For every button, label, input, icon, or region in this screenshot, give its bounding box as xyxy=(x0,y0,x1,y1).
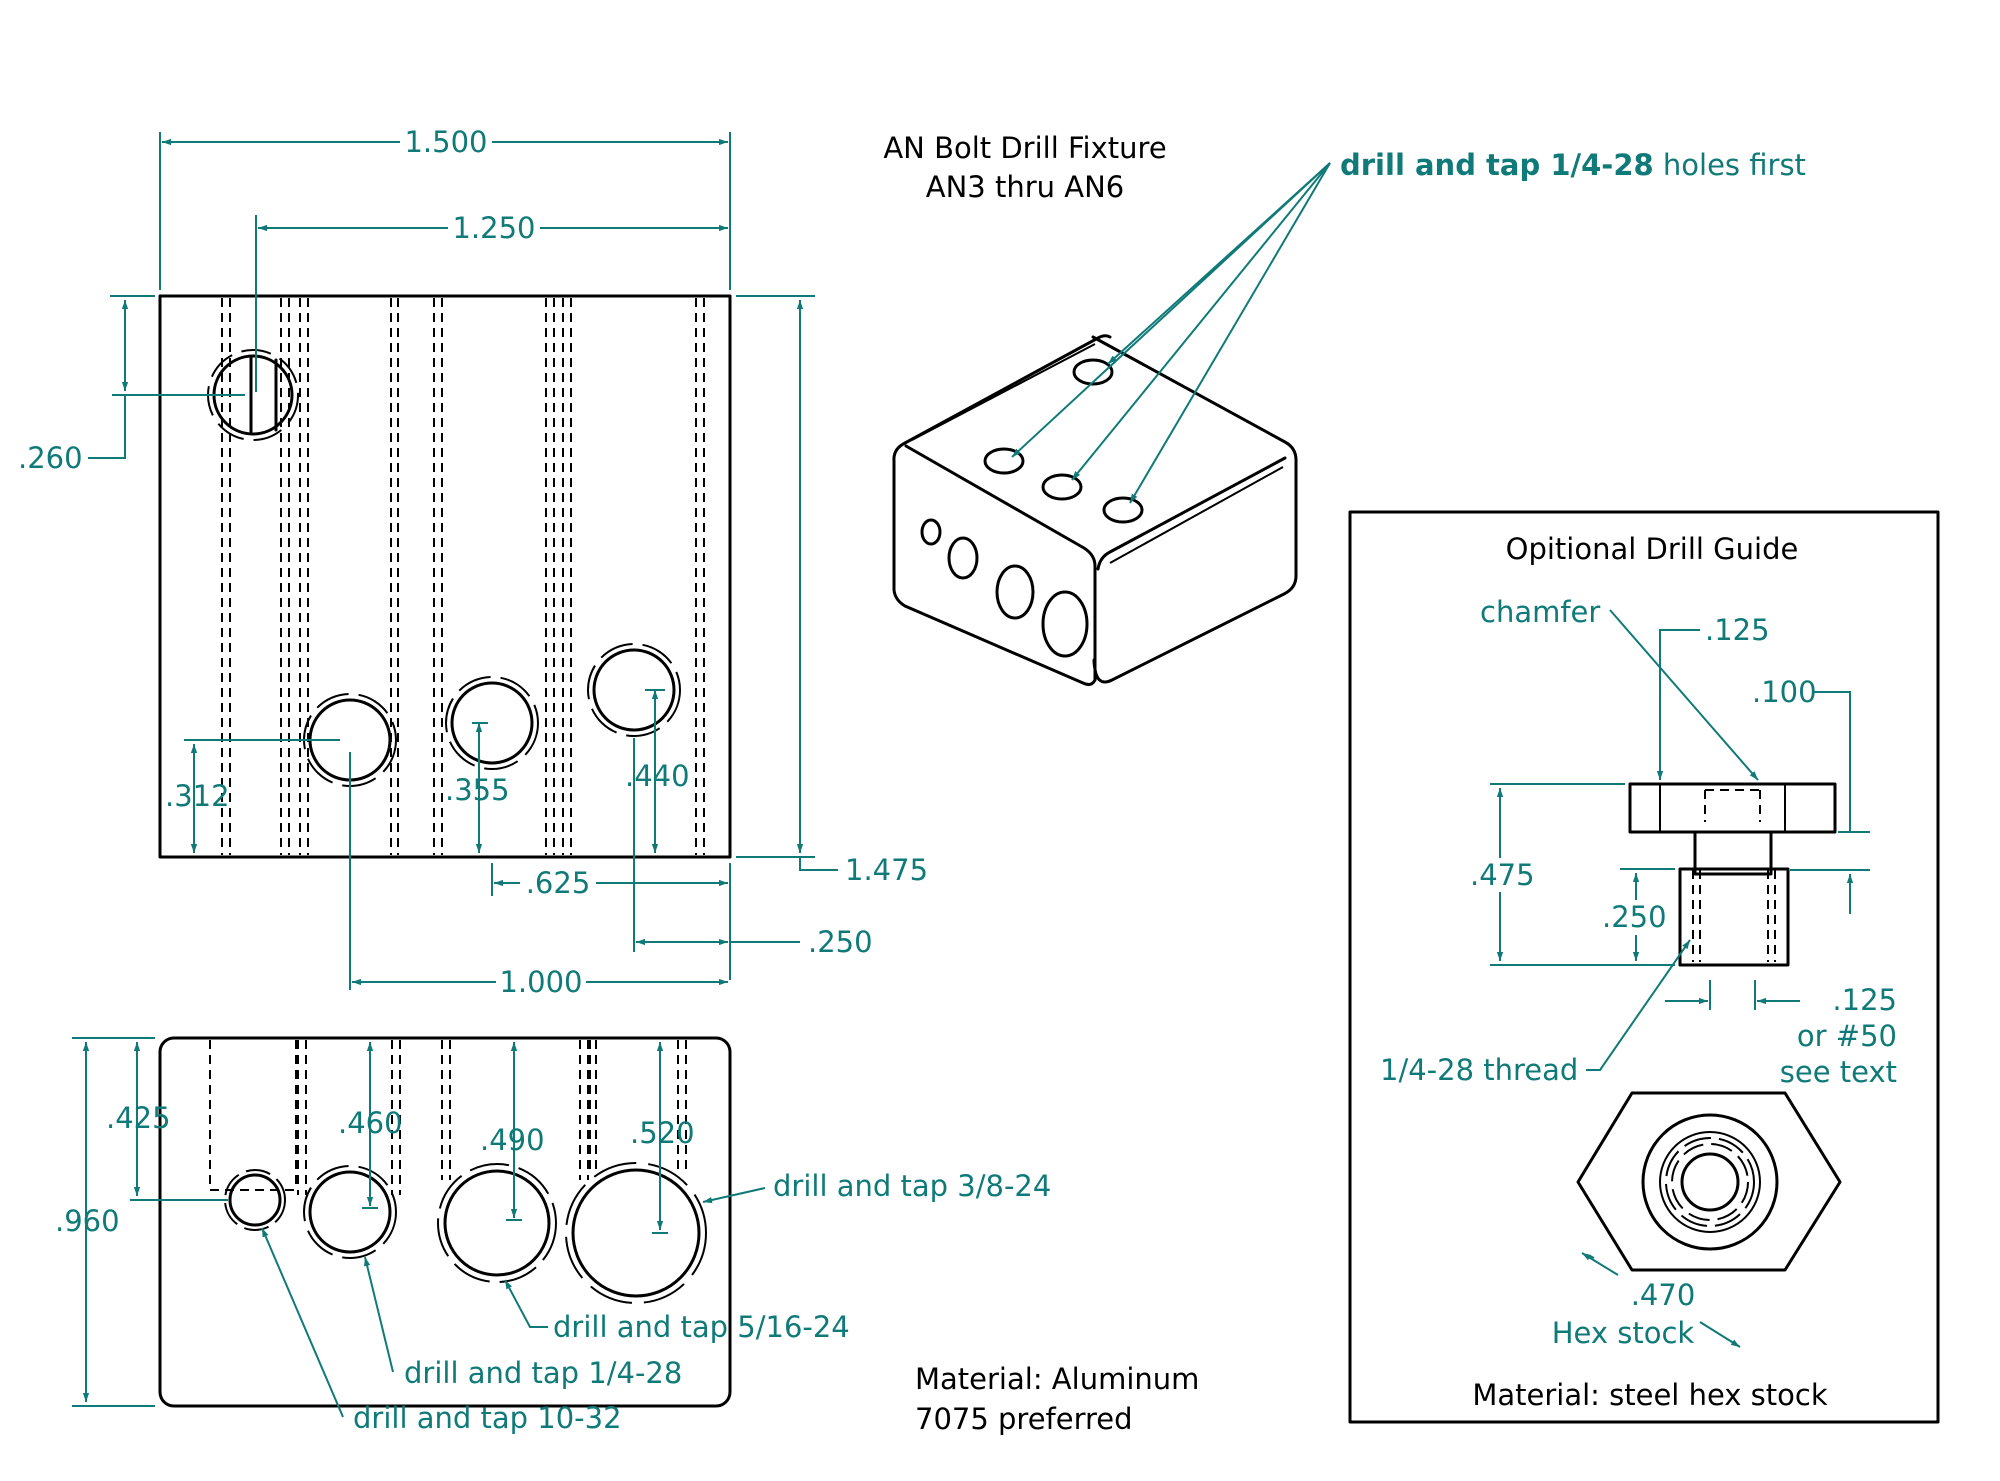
front-view: .960 .425 .460 .490 .520 drill and tap 3… xyxy=(55,1036,1051,1435)
top-view: 1.500 1.250 .260 .312 .355 .440 xyxy=(18,125,928,999)
drawing-title-line2: AN3 thru AN6 xyxy=(926,170,1124,204)
iso-top-holes xyxy=(983,358,1144,524)
front-hole-1-4-28 xyxy=(308,1170,392,1254)
guide-dim-250: .250 xyxy=(1602,900,1667,934)
guide-dim-470: .470 xyxy=(1631,1278,1696,1312)
dim-460-label: .460 xyxy=(338,1106,403,1140)
guide-dim-125-side: .125 xyxy=(1832,983,1897,1017)
guide-thread-label: 1/4-28 thread xyxy=(1380,1053,1578,1087)
guide-side-view xyxy=(1628,782,1837,967)
guide-hex-view: .470 Hex stock xyxy=(1552,1091,1842,1350)
callout-10-32: drill and tap 10-32 xyxy=(353,1401,622,1435)
front-view-hidden-lines xyxy=(209,1040,687,1195)
guide-see-text: see text xyxy=(1780,1055,1897,1089)
drill-guide-panel: Opitional Drill Guide chamfer .125 .100 xyxy=(1348,510,1940,1424)
top-view-outline xyxy=(158,294,732,859)
dim-490-label: .490 xyxy=(480,1123,545,1157)
front-view-dimensions: .960 .425 .460 .490 .520 xyxy=(55,1037,695,1407)
dim-625-label: .625 xyxy=(526,866,591,900)
dim-1-250-label: 1.250 xyxy=(452,211,535,245)
isometric-view: drill and tap 1/4-28 holes first xyxy=(892,148,1806,686)
dim-1-475-label: 1.475 xyxy=(845,853,928,887)
guide-dim-125-top: .125 xyxy=(1705,613,1770,647)
guide-or-50: or #50 xyxy=(1797,1019,1897,1053)
callout-3-8-24: drill and tap 3/8-24 xyxy=(773,1169,1051,1203)
hex-stock-outline xyxy=(1576,1091,1842,1272)
guide-hex-stock-label: Hex stock xyxy=(1552,1316,1695,1350)
drill-guide-frame xyxy=(1348,510,1940,1424)
guide-dimensions: chamfer .125 .100 .475 .250 .125 or #50 xyxy=(1380,595,1897,1089)
iso-front-holes xyxy=(920,518,1089,658)
dim-312-label: .312 xyxy=(165,779,230,813)
dim-440-label: .440 xyxy=(625,759,690,793)
dim-520-label: .520 xyxy=(630,1116,695,1150)
note-drill-first: drill and tap 1/4-28 holes first xyxy=(1340,148,1806,182)
iso-front-edge xyxy=(904,444,1097,682)
guide-chamfer-label: chamfer xyxy=(1480,595,1600,629)
guide-dim-100: .100 xyxy=(1752,675,1817,709)
iso-right-face-edge xyxy=(1091,335,1298,684)
iso-leaders xyxy=(1011,162,1331,504)
front-view-holes xyxy=(224,1162,707,1304)
hole-3-8-24 xyxy=(592,648,676,732)
dim-1-500-label: 1.500 xyxy=(404,125,487,159)
material-line2: 7075 preferred xyxy=(915,1402,1133,1436)
top-view-hidden-lines xyxy=(221,298,705,855)
dim-425-label: .425 xyxy=(106,1101,171,1135)
material-line1: Material: Aluminum xyxy=(915,1362,1199,1396)
guide-material: Material: steel hex stock xyxy=(1472,1378,1827,1412)
front-view-outline xyxy=(158,1036,732,1408)
callout-5-16-24: drill and tap 5/16-24 xyxy=(553,1310,850,1344)
front-hole-10-32 xyxy=(228,1173,282,1227)
top-view-dimensions: 1.500 1.250 .260 .312 .355 .440 xyxy=(18,125,928,999)
dim-355-label: .355 xyxy=(445,773,510,807)
hole-5-16-24 xyxy=(450,681,534,765)
top-view-holes xyxy=(207,349,681,787)
drill-guide-title: Opitional Drill Guide xyxy=(1506,532,1799,566)
dim-960-label: .960 xyxy=(55,1204,120,1238)
front-hole-3-8-24 xyxy=(571,1168,701,1298)
front-view-callouts: drill and tap 3/8-24 drill and tap 5/16-… xyxy=(261,1169,1051,1435)
front-hole-5-16-24 xyxy=(443,1169,551,1277)
dim-260-label: .260 xyxy=(18,441,83,475)
dim-1-000-label: 1.000 xyxy=(499,965,582,999)
callout-1-4-28: drill and tap 1/4-28 xyxy=(404,1356,682,1390)
guide-dim-475: .475 xyxy=(1470,858,1535,892)
dim-250-label: .250 xyxy=(808,925,873,959)
note-drill-first-bold: drill and tap 1/4-28 xyxy=(1340,148,1654,182)
drawing-title-line1: AN Bolt Drill Fixture xyxy=(883,131,1166,165)
note-drill-first-rest: holes first xyxy=(1654,148,1806,182)
